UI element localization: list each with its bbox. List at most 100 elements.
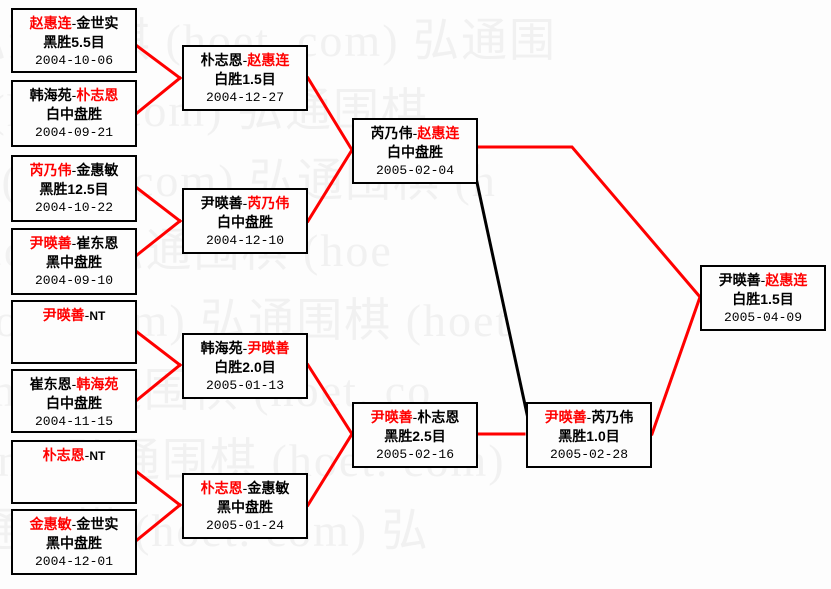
match-date: 2004-09-21 — [34, 125, 113, 140]
match-result: 白中盘胜 — [46, 106, 102, 122]
match-box-r1m8[interactable]: 金惠敏-金世实 黑中盘胜 2004-12-01 — [11, 509, 137, 575]
match-result: 白中盘胜 — [217, 214, 273, 230]
match-box-r4m1[interactable]: 尹暎善-芮乃伟 黑胜1.0目 2005-02-28 — [526, 402, 652, 468]
match-result: 白胜1.5目 — [214, 71, 276, 87]
player-separator: - — [242, 480, 248, 496]
player-separator: - — [84, 307, 90, 323]
match-result: 白胜1.5目 — [732, 291, 794, 307]
player-separator: - — [71, 376, 77, 392]
match-box-r3m1[interactable]: 芮乃伟-赵惠连 白中盘胜 2005-02-04 — [352, 118, 478, 184]
connector-r2m2-r3m1 — [305, 147, 355, 224]
match-box-r1m6[interactable]: 崔东恩-韩海苑 白中盘胜 2004-11-15 — [11, 369, 137, 433]
match-result: 黑胜1.0目 — [558, 428, 620, 444]
match-box-final[interactable]: 尹暎善-赵惠连 白胜1.5目 2005-04-09 — [700, 265, 826, 331]
match-box-r3m2[interactable]: 尹暎善-朴志恩 黑胜2.5目 2005-02-16 — [352, 402, 478, 468]
player-winner: 尹暎善 — [29, 235, 72, 251]
connector-r1m8-r2m4 — [134, 502, 183, 543]
match-box-r2m4[interactable]: 朴志恩-金惠敏 黑中盘胜 2005-01-24 — [182, 473, 308, 539]
match-box-r2m1[interactable]: 朴志恩-赵惠连 白胜1.5目 2004-12-27 — [182, 45, 308, 111]
player-separator: - — [71, 235, 77, 251]
player-separator: - — [71, 87, 77, 103]
player-loser: 崔东恩 — [76, 235, 119, 251]
match-players: 尹暎善-芮乃伟 — [184, 194, 306, 213]
match-date: 2005-01-24 — [205, 518, 284, 533]
match-box-r1m1[interactable]: 赵惠连-金世实 黑胜5.5目 2004-10-06 — [11, 8, 137, 73]
match-date: 2004-12-01 — [34, 554, 113, 569]
player-separator: - — [71, 15, 77, 31]
player-winner: 尹暎善 — [370, 409, 413, 425]
player-separator: - — [71, 162, 77, 178]
connector-r1m4-r2m2 — [134, 218, 183, 258]
match-result: 黑中盘胜 — [46, 535, 102, 551]
player-separator: - — [84, 447, 90, 463]
match-box-r1m3[interactable]: 芮乃伟-金惠敏 黑胜12.5目 2004-10-22 — [11, 155, 137, 222]
match-box-r1m5[interactable]: 尹暎善-NT — [11, 300, 137, 364]
match-date: 2004-09-10 — [34, 273, 113, 288]
match-date: 2004-12-27 — [205, 90, 284, 105]
match-date: 2004-10-22 — [34, 200, 113, 215]
player-loser: 朴志恩 — [200, 52, 243, 68]
player-loser: 金惠敏 — [76, 162, 119, 178]
player-separator: - — [586, 409, 592, 425]
match-date: 2004-11-15 — [34, 414, 113, 429]
player-loser: 朴志恩 — [417, 409, 460, 425]
match-players: 韩海苑-尹暎善 — [184, 339, 306, 358]
match-players: 尹暎善-崔东恩 — [13, 234, 135, 253]
match-players: 朴志恩-赵惠连 — [184, 51, 306, 70]
player-winner: 尹暎善 — [247, 340, 290, 356]
player-loser: 尹暎善 — [718, 272, 761, 288]
player-loser: 韩海苑 — [200, 340, 243, 356]
match-result: 黑中盘胜 — [217, 499, 273, 515]
connector-r2m3-r3m2 — [305, 362, 355, 437]
match-result: 白胜2.0目 — [214, 359, 276, 375]
player-loser: 金世实 — [76, 516, 119, 532]
connector-r2m4-r3m2 — [305, 431, 355, 508]
match-box-r2m3[interactable]: 韩海苑-尹暎善 白胜2.0目 2005-01-13 — [182, 333, 308, 399]
player-separator: - — [71, 516, 77, 532]
player-winner: 朴志恩 — [200, 480, 243, 496]
player-winner: 尹暎善 — [544, 409, 587, 425]
match-box-r1m2[interactable]: 韩海苑-朴志恩 白中盘胜 2004-09-21 — [11, 80, 137, 147]
connector-r4m1-final — [650, 295, 702, 436]
match-players: 韩海苑-朴志恩 — [13, 86, 135, 105]
connector-r1m5-r2m3 — [134, 329, 183, 368]
player-winner: 赵惠连 — [417, 125, 460, 141]
player-separator: - — [242, 52, 248, 68]
player-separator: - — [242, 340, 248, 356]
match-result: 黑胜2.5目 — [384, 428, 446, 444]
player-loser: 芮乃伟 — [591, 409, 634, 425]
match-players: 尹暎善-芮乃伟 — [528, 408, 650, 427]
player-winner: 尹暎善 — [42, 307, 85, 323]
match-players: 尹暎善-赵惠连 — [702, 271, 824, 290]
match-result: 白中盘胜 — [387, 144, 443, 160]
match-players: 芮乃伟-赵惠连 — [354, 124, 476, 143]
player-separator: - — [412, 409, 418, 425]
connector-r3m1-final — [476, 145, 703, 300]
match-result: 黑胜12.5目 — [39, 181, 109, 197]
match-players: 赵惠连-金世实 — [13, 14, 135, 33]
player-winner: 朴志恩 — [76, 87, 119, 103]
player-winner: 赵惠连 — [765, 272, 808, 288]
player-winner: 韩海苑 — [76, 376, 119, 392]
connector-r1m7-r2m4 — [134, 469, 183, 508]
player-loser: 崔东恩 — [29, 376, 72, 392]
player-bye: NT — [89, 309, 106, 323]
connector-r1m3-r2m2 — [134, 185, 183, 224]
match-box-r2m2[interactable]: 尹暎善-芮乃伟 白中盘胜 2004-12-10 — [182, 188, 308, 254]
connector-r2m1-r3m1 — [305, 75, 355, 153]
player-bye: NT — [89, 449, 106, 463]
player-loser: 尹暎善 — [200, 195, 243, 211]
match-players: 尹暎善-NT — [13, 306, 135, 326]
connector-r3m1-r4m1 — [468, 148, 532, 430]
match-date: 2005-04-09 — [723, 310, 802, 325]
match-result: 白中盘胜 — [46, 395, 102, 411]
player-winner: 赵惠连 — [247, 52, 290, 68]
player-winner: 赵惠连 — [29, 15, 72, 31]
match-date: 2005-02-16 — [375, 447, 454, 462]
match-box-r1m4[interactable]: 尹暎善-崔东恩 黑中盘胜 2004-09-10 — [11, 228, 137, 295]
connector-r1m1-r2m1 — [134, 43, 183, 81]
player-loser: 金惠敏 — [247, 480, 290, 496]
player-loser: 金世实 — [76, 15, 119, 31]
match-box-r1m7[interactable]: 朴志恩-NT — [11, 440, 137, 504]
match-players: 崔东恩-韩海苑 — [13, 375, 135, 394]
